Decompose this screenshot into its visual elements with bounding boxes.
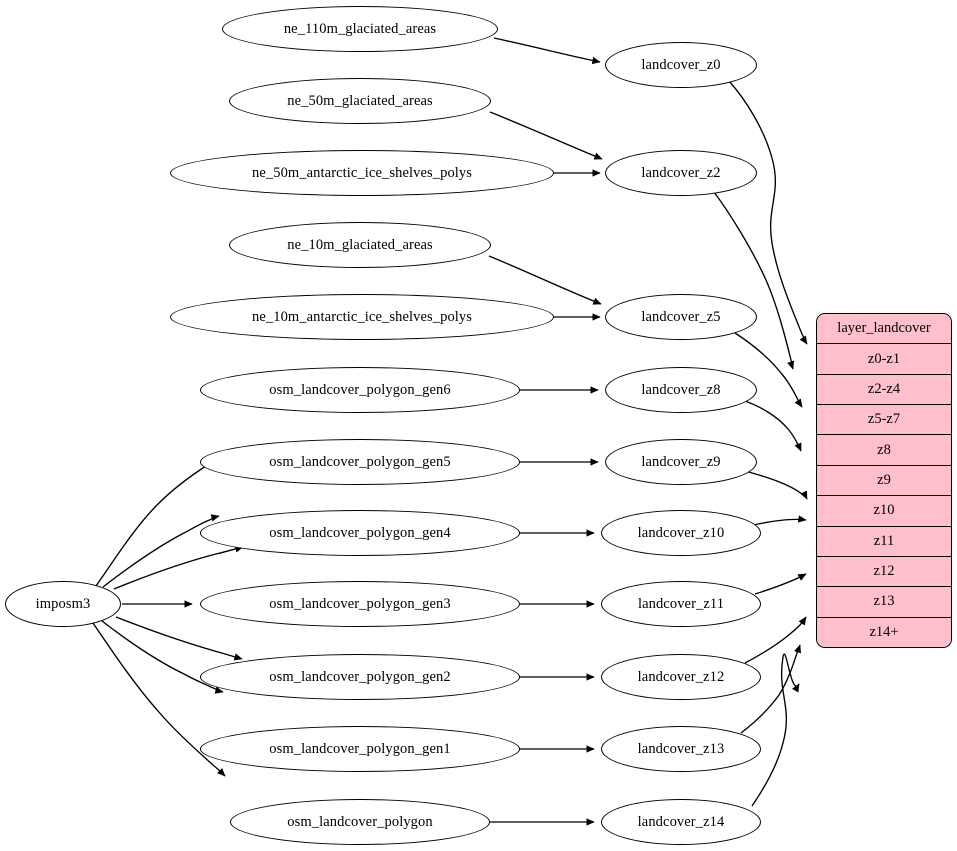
record-row-z9[interactable]: z9 <box>817 464 951 496</box>
node-osm-landcover-polygon-gen1[interactable]: osm_landcover_polygon_gen1 <box>200 726 520 772</box>
record-row-z2-z4[interactable]: z2-z4 <box>817 373 951 405</box>
record-row-label: z2-z4 <box>867 380 901 397</box>
node-label: landcover_z8 <box>641 381 721 398</box>
edge-ne10glac-z5 <box>488 255 602 305</box>
node-label: ne_10m_glaciated_areas <box>287 236 433 253</box>
node-label: landcover_z10 <box>637 524 725 541</box>
node-ne-50m-antarctic-ice-shelves-polys[interactable]: ne_50m_antarctic_ice_shelves_polys <box>170 150 554 196</box>
record-row-z0-z1[interactable]: z0-z1 <box>817 343 951 374</box>
edge-z8-row-z8 <box>741 399 802 452</box>
edge-z2-row-z2z4 <box>713 191 795 370</box>
record-row-label: z8 <box>877 441 891 458</box>
record-row-z13[interactable]: z13 <box>817 586 951 617</box>
node-landcover-z9[interactable]: landcover_z9 <box>605 439 757 485</box>
layer-landcover-record[interactable]: layer_landcover z0-z1 z2-z4 z5-z7 z8 z9 … <box>816 313 952 648</box>
record-row-z11[interactable]: z11 <box>817 525 951 556</box>
node-landcover-z10[interactable]: landcover_z10 <box>601 510 761 556</box>
edge-z12-row-z12 <box>744 616 807 664</box>
node-landcover-z2[interactable]: landcover_z2 <box>605 150 757 196</box>
node-label: osm_landcover_polygon <box>287 813 433 830</box>
node-label: landcover_z2 <box>641 164 721 181</box>
record-row-label: z10 <box>873 502 895 519</box>
node-osm-landcover-polygon-gen2[interactable]: osm_landcover_polygon_gen2 <box>200 654 520 700</box>
node-label: landcover_z11 <box>637 595 725 612</box>
edge-ne50glac-z2 <box>489 111 603 160</box>
node-label: landcover_z0 <box>641 56 721 73</box>
edge-z9-row-z9 <box>744 470 808 500</box>
node-label: osm_landcover_polygon_gen5 <box>269 453 451 470</box>
node-osm-landcover-polygon-gen4[interactable]: osm_landcover_polygon_gen4 <box>200 510 520 556</box>
node-label: osm_landcover_polygon_gen3 <box>269 595 451 612</box>
edge-z11-row-z11 <box>754 573 807 595</box>
record-row-z8[interactable]: z8 <box>817 434 951 465</box>
record-row-label: z9 <box>877 471 891 488</box>
node-label: landcover_z12 <box>637 668 725 685</box>
node-ne-110m-glaciated-areas[interactable]: ne_110m_glaciated_areas <box>222 6 498 52</box>
node-osm-landcover-polygon-gen3[interactable]: osm_landcover_polygon_gen3 <box>200 581 520 627</box>
node-label: ne_50m_antarctic_ice_shelves_polys <box>251 164 473 181</box>
edge-z13-row-z13 <box>740 644 802 734</box>
record-header-label: layer_landcover <box>837 320 931 337</box>
node-label: ne_110m_glaciated_areas <box>283 20 437 37</box>
record-row-label: z12 <box>873 563 895 580</box>
record-row-label: z11 <box>873 532 895 549</box>
record-row-label: z0-z1 <box>867 350 901 367</box>
node-label: osm_landcover_polygon_gen1 <box>269 740 451 757</box>
record-row-z12[interactable]: z12 <box>817 555 951 587</box>
node-label: ne_10m_antarctic_ice_shelves_polys <box>251 308 473 325</box>
node-osm-landcover-polygon[interactable]: osm_landcover_polygon <box>230 799 490 845</box>
node-landcover-z0[interactable]: landcover_z0 <box>605 42 757 88</box>
node-osm-landcover-polygon-gen6[interactable]: osm_landcover_polygon_gen6 <box>200 367 520 413</box>
node-label: osm_landcover_polygon_gen2 <box>269 668 451 685</box>
record-row-z14-plus[interactable]: z14+ <box>817 616 951 647</box>
node-label: osm_landcover_polygon_gen6 <box>269 381 451 398</box>
node-ne-50m-glaciated-areas[interactable]: ne_50m_glaciated_areas <box>229 78 491 124</box>
node-label: landcover_z13 <box>637 740 725 757</box>
edge-ne110-z0 <box>493 37 601 65</box>
node-landcover-z14[interactable]: landcover_z14 <box>601 799 761 845</box>
record-header: layer_landcover <box>817 314 951 344</box>
node-imposm3[interactable]: imposm3 <box>5 581 121 627</box>
record-row-z10[interactable]: z10 <box>817 495 951 526</box>
record-row-z5-z7[interactable]: z5-z7 <box>817 404 951 435</box>
node-landcover-z5[interactable]: landcover_z5 <box>605 294 757 340</box>
node-landcover-z13[interactable]: landcover_z13 <box>601 726 761 772</box>
record-row-label: z5-z7 <box>867 411 901 428</box>
node-label: imposm3 <box>35 595 91 612</box>
edge-imposm3-gen4 <box>113 545 244 590</box>
node-label: landcover_z5 <box>641 308 721 325</box>
edge-imposm3-gen2 <box>115 616 243 661</box>
node-ne-10m-antarctic-ice-shelves-polys[interactable]: ne_10m_antarctic_ice_shelves_polys <box>170 294 554 340</box>
node-label: landcover_z14 <box>637 813 725 830</box>
node-landcover-z8[interactable]: landcover_z8 <box>605 367 757 413</box>
node-label: ne_50m_glaciated_areas <box>287 92 433 109</box>
node-ne-10m-glaciated-areas[interactable]: ne_10m_glaciated_areas <box>229 222 491 268</box>
edge-z10-row-z10 <box>752 515 807 526</box>
edge-imposm3-gen6 <box>95 460 214 587</box>
node-landcover-z11[interactable]: landcover_z11 <box>601 581 761 627</box>
edge-imposm3-gen5 <box>102 514 220 588</box>
node-label: landcover_z9 <box>641 453 721 470</box>
record-row-label: z14+ <box>869 623 899 640</box>
record-row-label: z13 <box>873 593 895 610</box>
node-label: osm_landcover_polygon_gen4 <box>269 524 451 541</box>
node-landcover-z12[interactable]: landcover_z12 <box>601 654 761 700</box>
node-osm-landcover-polygon-gen5[interactable]: osm_landcover_polygon_gen5 <box>200 439 520 485</box>
